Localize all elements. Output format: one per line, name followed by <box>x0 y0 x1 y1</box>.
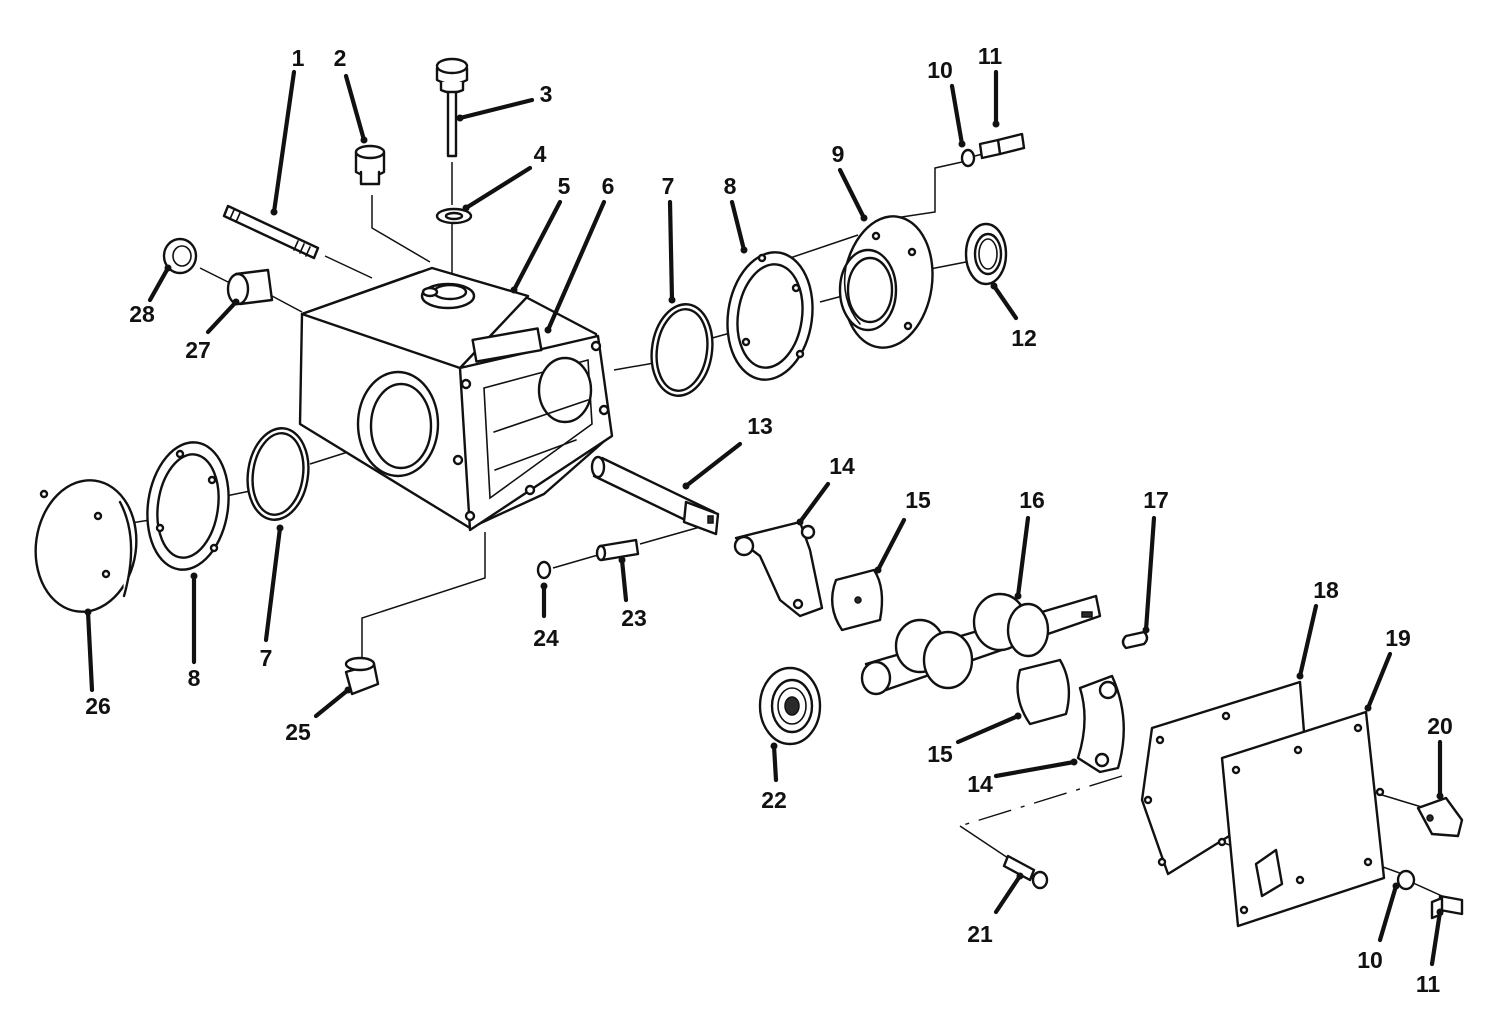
bearing-part <box>758 666 822 746</box>
key-part <box>1121 630 1149 650</box>
bearing-shell-lower <box>1016 658 1071 726</box>
callout-14-lower: 14 <box>967 771 993 797</box>
callout-28: 28 <box>129 301 155 327</box>
callout-26: 26 <box>85 693 111 719</box>
gasket-part-left <box>146 441 230 571</box>
callout-20: 20 <box>1427 713 1453 739</box>
transmission-case <box>298 266 614 532</box>
callout-8-right: 8 <box>724 173 737 199</box>
callout-23: 23 <box>621 605 647 631</box>
shift-fork-lower <box>1076 674 1125 774</box>
washer-bolt-top <box>960 132 1026 168</box>
callout-15-upper: 15 <box>905 487 931 513</box>
callout-8-left: 8 <box>188 665 201 691</box>
bracket-part <box>1416 796 1464 838</box>
bolt-part <box>1002 854 1049 890</box>
washer-bolt-bottom <box>1396 869 1464 920</box>
bushing-part <box>226 268 274 306</box>
callout-2: 2 <box>334 45 347 71</box>
callout-14-upper: 14 <box>829 453 855 479</box>
callout-5: 5 <box>558 173 571 199</box>
o-ring-part-right <box>650 303 714 397</box>
clip-part <box>536 560 552 580</box>
pin-part <box>595 538 640 562</box>
gasket-part-right <box>726 251 814 381</box>
shaft-part <box>590 455 720 536</box>
seal-part-left <box>162 237 198 275</box>
callout-leaders <box>85 69 1443 967</box>
callout-1: 1 <box>292 45 305 71</box>
shift-fork-upper <box>733 520 824 618</box>
callout-10-bottom: 10 <box>1357 947 1383 973</box>
callout-11-top: 11 <box>978 43 1003 69</box>
washer-part <box>435 207 473 225</box>
callout-13: 13 <box>747 413 773 439</box>
callout-10-top: 10 <box>927 57 953 83</box>
bearing-shell-upper <box>830 568 884 632</box>
callout-4: 4 <box>534 141 547 167</box>
cover-plate-part <box>1217 710 1386 928</box>
callout-9: 9 <box>832 141 845 167</box>
callout-6: 6 <box>602 173 615 199</box>
callout-7-left: 7 <box>260 645 273 671</box>
callout-3: 3 <box>540 81 553 107</box>
callout-16: 16 <box>1019 487 1045 513</box>
callout-19: 19 <box>1385 625 1411 651</box>
dipstick-part <box>435 57 469 158</box>
camshaft-part <box>860 592 1102 696</box>
retainer-part <box>838 215 934 349</box>
callout-22: 22 <box>761 787 787 813</box>
callout-25: 25 <box>285 719 311 745</box>
seal-part <box>964 222 1008 286</box>
stud-part <box>222 204 320 260</box>
callout-17: 17 <box>1143 487 1169 513</box>
o-ring-part-left <box>246 427 310 521</box>
plug-part <box>354 144 386 186</box>
callout-27: 27 <box>185 337 211 363</box>
callout-15-lower: 15 <box>927 741 953 767</box>
callout-11-bottom: 11 <box>1416 971 1441 997</box>
callout-24: 24 <box>533 625 559 651</box>
callout-21: 21 <box>967 921 993 947</box>
fitting-part <box>344 656 380 696</box>
callout-18: 18 <box>1313 577 1339 603</box>
callout-12: 12 <box>1011 325 1037 351</box>
callout-7-right: 7 <box>662 173 675 199</box>
end-cover-part <box>34 479 138 613</box>
callout-labels: 1 2 3 4 5 6 7 8 9 10 11 12 13 14 15 16 1… <box>85 43 1453 997</box>
callout-dots <box>84 114 1444 916</box>
